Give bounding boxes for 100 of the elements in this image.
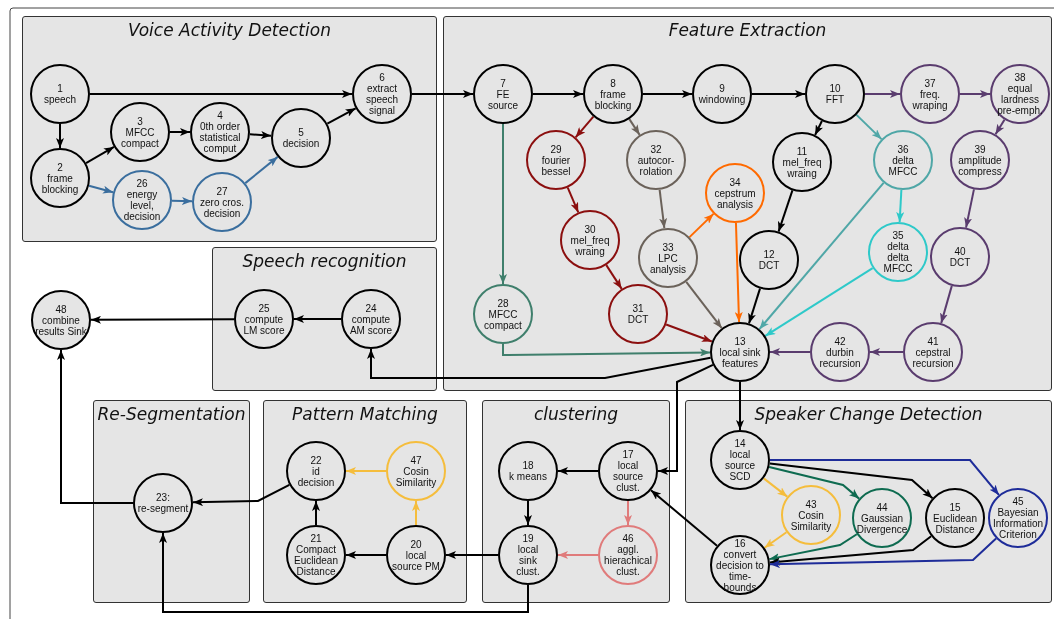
process-circle: [526, 130, 586, 190]
node-number: 7: [500, 77, 506, 89]
group-title: Re-Segmentation: [97, 404, 246, 424]
arrow: [499, 123, 507, 285]
arrow: [411, 90, 474, 98]
process-circle: [598, 525, 658, 585]
process-circle: [990, 64, 1050, 124]
process-circle: [110, 102, 170, 162]
arrow: [248, 131, 273, 140]
arrow: [532, 90, 584, 98]
arrow: [769, 459, 1000, 496]
group-title: Voice Activity Detection: [128, 20, 331, 40]
arrow: [85, 145, 115, 165]
arrow: [90, 315, 235, 324]
node-number: 22: [310, 454, 322, 466]
process-circle: [30, 64, 90, 124]
node-label: durbin recursion: [818, 346, 862, 369]
process-circle: [903, 322, 963, 382]
node-label: decision: [282, 138, 320, 149]
node-label: energy level, decision: [122, 189, 162, 222]
node-number: 28: [497, 297, 509, 309]
arrow: [628, 118, 641, 136]
arrow: [762, 477, 789, 498]
node-label: windowing: [698, 94, 746, 105]
arrow: [293, 315, 342, 323]
arrow: [964, 188, 975, 229]
node-label: extract speech signal: [364, 83, 400, 116]
process-circle: [386, 525, 446, 585]
arrow: [855, 113, 883, 141]
node-number: 36: [897, 143, 909, 155]
process-circle: [560, 210, 620, 270]
node-label: cepstral recursion: [911, 346, 955, 369]
node-number: 12: [763, 249, 775, 260]
node-label: local source PM: [391, 549, 441, 572]
node-number: 47: [410, 454, 422, 466]
process-circle: [473, 284, 533, 344]
group-panel: [443, 16, 1052, 391]
process-circle: [626, 130, 686, 190]
process-circle: [772, 132, 832, 192]
arrow: [864, 90, 901, 98]
arrow: [524, 500, 532, 526]
arrow: [169, 128, 191, 136]
node-label: local source clust.: [612, 460, 644, 493]
arrow: [557, 467, 599, 475]
node-label: freq. wraping: [911, 88, 949, 111]
arrow: [736, 381, 744, 431]
arrow: [769, 348, 811, 356]
process-circle: [271, 108, 331, 168]
process-circle: [352, 64, 412, 124]
arrow: [896, 188, 905, 224]
arrow: [994, 118, 1006, 136]
node-number: 31: [632, 303, 644, 314]
arrow: [192, 483, 291, 507]
arrow: [959, 90, 991, 98]
arrow: [159, 532, 529, 613]
arrow: [624, 500, 632, 526]
arrow: [768, 533, 858, 562]
arrow: [734, 222, 743, 323]
node-label: combine results Sink: [35, 314, 87, 337]
node-label: aggl. hierachical clust.: [603, 544, 653, 577]
process-circle: [988, 488, 1048, 548]
node-label: frame blocking: [40, 172, 80, 195]
node-number: 14: [734, 438, 746, 449]
node-number: 24: [365, 302, 377, 314]
arrow: [768, 462, 934, 500]
node-number: 16: [734, 537, 746, 549]
group-panel: [212, 247, 437, 391]
node-number: 40: [954, 246, 966, 257]
arrow: [768, 466, 861, 500]
arrow: [685, 280, 723, 330]
node-number: 41: [927, 335, 939, 347]
node-number: 33: [662, 241, 674, 253]
process-circle: [868, 222, 928, 282]
arrow: [940, 284, 953, 325]
node-label: amplitude compress: [957, 154, 1003, 177]
group-panel: [685, 400, 1052, 603]
process-circle: [498, 441, 558, 501]
node-number: 6: [379, 72, 385, 83]
process-circle: [925, 488, 985, 548]
node-label: LPC analysis: [648, 252, 688, 275]
process-circle: [598, 441, 658, 501]
arrow: [89, 90, 353, 98]
node-number: 21: [310, 533, 322, 544]
node-number: 39: [974, 143, 986, 155]
node-number: 5: [298, 127, 304, 138]
node-number: 11: [796, 145, 808, 157]
process-circle: [692, 64, 752, 124]
node-label: frame blocking: [593, 88, 633, 111]
process-circle: [608, 284, 668, 344]
node-number: 10: [829, 83, 841, 94]
node-label: zero cros. decision: [199, 196, 245, 219]
node-label: Euclidean Distance: [932, 512, 978, 535]
process-circle: [133, 473, 193, 533]
node-number: 2: [57, 161, 63, 173]
node-label: local sink clust.: [515, 544, 541, 577]
group-title: Pattern Matching: [292, 404, 438, 424]
arrow: [502, 343, 711, 357]
process-circle: [710, 430, 770, 490]
node-label: speech: [43, 94, 77, 105]
process-circle: [190, 102, 250, 162]
